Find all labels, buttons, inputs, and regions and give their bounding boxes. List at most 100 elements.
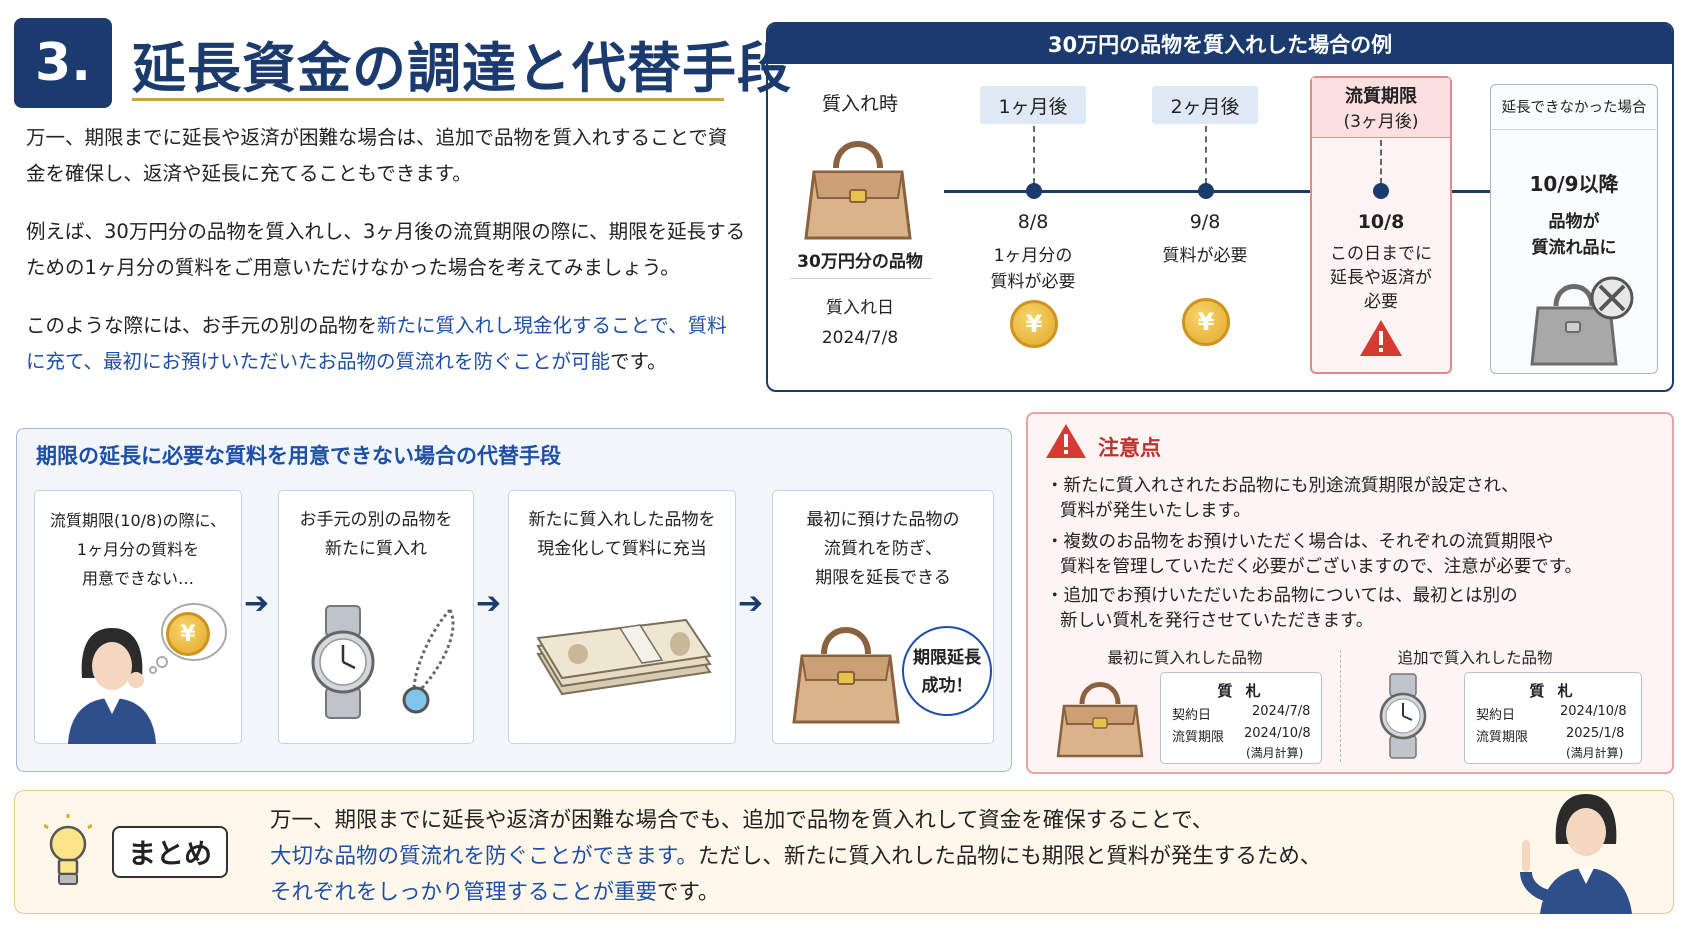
alt-card-3 [508,490,736,744]
alt-card-3-line-1: 新たに質入れした品物を [528,510,716,530]
wristwatch-icon [1379,673,1427,759]
caution-title: 注意点 [1098,436,1161,460]
yen-coin-icon: ¥ [1010,300,1058,348]
handbag-icon [804,141,912,240]
caution-bullet-3: ・追加でお預けいただいたお品物については、最初とは別の 新しい質札を発行させてい… [1046,584,1656,634]
step1-tag: 1ヶ月後 [980,86,1086,124]
ticket1-contract-label: 契約日 [1172,708,1212,723]
step1-dot [1026,183,1042,199]
success-badge [902,626,992,716]
alt-card-4-line-2: 流質れを防ぎ、 [823,539,943,559]
ticket1-contract-date: 2024/7/8 [1252,704,1311,719]
alt-card-1-line-1: 流質期限(10/8)の際に、 [50,511,226,530]
caution-bullet-2-line-2: 質料を管理していただく必要がございますので、注意が必要です。 [1060,557,1583,577]
alt-card-1-line-3: 用意できない… [81,569,194,588]
start-divider [790,278,932,279]
pawn-ticket-2 [1464,672,1642,764]
step1-desc-1: 1ヶ月分の [993,246,1073,266]
alt-card-2 [278,490,474,744]
summary-text: 万一、期限までに延長や返済が困難な場合でも、追加で品物を質入れして資金を確保する… [270,803,1450,911]
summary-line-2-text: ただし、新たに質入れした品物にも期限と質料が発生するため、 [697,844,1322,869]
alt-card-2-line-1: お手元の別の品物を [299,510,453,530]
ticket1-note: (満月計算) [1246,746,1304,760]
caution-bullet-2: ・複数のお品物をお預けいただく場合は、それぞれの流質期限や 質料を管理していただ… [1046,530,1656,580]
section-number-badge: 3. [14,18,112,108]
summary-line-3-highlight: それぞれをしっかり管理することが重要 [270,880,658,905]
ticket1-deadline-label: 流質期限 [1172,730,1225,745]
ticket-divider [1340,650,1341,762]
step2-desc-1: 質料が必要 [1162,246,1248,266]
step3-dot [1373,183,1389,199]
lightbulb-icon [44,814,92,885]
caution-bullet-1-line-1: ・新たに質入れされたお品物にも別途流質期限が設定され、 [1046,476,1519,496]
page-title: 延長資金の調達と代替手段 [132,37,792,100]
pawn-ticket-1 [1160,672,1322,764]
alt-card-2-line-2: 新たに質入れ [325,539,427,559]
forfeited-bag-icon [1530,276,1634,366]
step3-desc-2: 延長や返済が [1330,268,1432,288]
intro-p3-text-b: です。 [610,350,667,373]
step2-connector [1205,126,1207,184]
alt-card-4-line-1: 最初に預けた品物の [806,510,960,530]
alt-card-1-line-2: 1ヶ月分の質料を [76,540,200,559]
caution-bullet-1: ・新たに質入れされたお品物にも別途流質期限が設定され、 質料が発生いたします。 [1046,474,1656,524]
success-badge-line-2: 成功！ [921,676,973,696]
intro-p3-highlight: 新たに質入れし現金化することで、質料に充て、最初にお預けいただいたお品物の質流れ… [26,314,727,373]
ticket2-deadline-label: 流質期限 [1476,730,1529,745]
necklace-icon [402,608,455,714]
caution-bullet-3-line-2: 新しい質札を発行させていただきます。 [1060,611,1374,631]
intro-paragraph-1: 万一、期限までに延長や返済が困難な場合は、追加で品物を質入れすることで資金を確保… [26,126,728,185]
handbag-icon [792,627,900,724]
step2-tag: 2ヶ月後 [1152,86,1258,124]
yen-coin-icon: ¥ [166,612,210,656]
summary-line-2-highlight: 大切な品物の質流れを防ぐことができます。 [270,844,698,869]
warning-icon [1046,424,1086,458]
intro-paragraph-3: このような際には、お手元の別の品物を新たに質入れし現金化することで、質料に充て、… [26,308,746,380]
arrow-right-icon: ➔ [244,586,270,621]
alternative-title: 期限の延長に必要な質料を用意できない場合の代替手段 [36,444,561,468]
no-extension-box [1490,84,1658,374]
step2-dot [1198,183,1214,199]
ticket2-title: 質 札 [1529,682,1577,700]
intro-paragraph-2: 例えば、30万円分の品物を質入れし、3ヶ月後の流質期限の際に、期限を延長するため… [26,220,746,279]
step2-date: 9/8 [1189,211,1221,233]
no-extension-desc-1: 品物が [1548,212,1600,232]
alt-card-3-line-2: 現金化して質料に充当 [537,539,707,559]
ticket2-note: (満月計算) [1566,746,1624,760]
example-panel: 30万円の品物を質入れした場合の例 [766,22,1674,392]
example-panel-title: 30万円の品物を質入れした場合の例 [768,24,1672,64]
start-item-value: 30万円分の品物 [797,252,923,272]
ticket1-title: 質 札 [1217,682,1265,700]
alt-card-4-line-3: 期限を延長できる [815,568,951,588]
ticket2-caption: 追加で質入れした品物 [1397,649,1553,667]
summary-line-1: 万一、期限までに延長や返済が困難な場合でも、追加で品物を質入れして資金を確保する… [270,808,1214,833]
timeline-line [944,190,1514,193]
ticket2-deadline-date: 2025/1/8 [1566,726,1625,741]
no-extension-date: 10/9以降 [1529,172,1619,196]
cash-stack-icon [536,618,712,696]
step1-desc-2: 質料が必要 [990,272,1076,292]
title-underline [132,98,724,101]
deadline-tag-bg [1312,78,1450,138]
summary-box [14,790,1674,914]
no-extension-tag-bg [1492,86,1656,130]
intro-p3-text-a: このような際には、お手元の別の品物を [26,314,378,337]
caution-bullet-3-line-1: ・追加でお預けいただいたお品物については、最初とは別の [1046,586,1518,606]
ticket1-caption: 最初に質入れした品物 [1107,649,1263,667]
summary-line-2: 大切な品物の質流れを防ぐことができます。ただし、新たに質入れした品物にも期限と質… [270,839,1450,875]
summary-line-3-text: です。 [657,880,720,905]
worried-person-icon [68,628,156,744]
success-badge-line-1: 期限延長 [913,648,981,668]
step1-connector [1033,126,1035,184]
start-date-label: 質入れ日 [826,298,894,318]
warning-icon [1360,320,1402,356]
advisor-person-icon [1520,794,1632,914]
summary-line-3: それぞれをしっかり管理することが重要です。 [270,875,1450,911]
yen-coin-icon: ¥ [1182,298,1230,346]
step3-date: 10/8 [1357,211,1405,233]
caution-bullet-2-line-1: ・複数のお品物をお預けいただく場合は、それぞれの流質期限や [1046,532,1554,552]
arrow-right-icon: ➔ [738,586,764,621]
step1-date: 8/8 [1017,211,1049,233]
deadline-tag: 流質期限 [1345,86,1417,107]
step3-desc-3: 必要 [1364,292,1398,312]
